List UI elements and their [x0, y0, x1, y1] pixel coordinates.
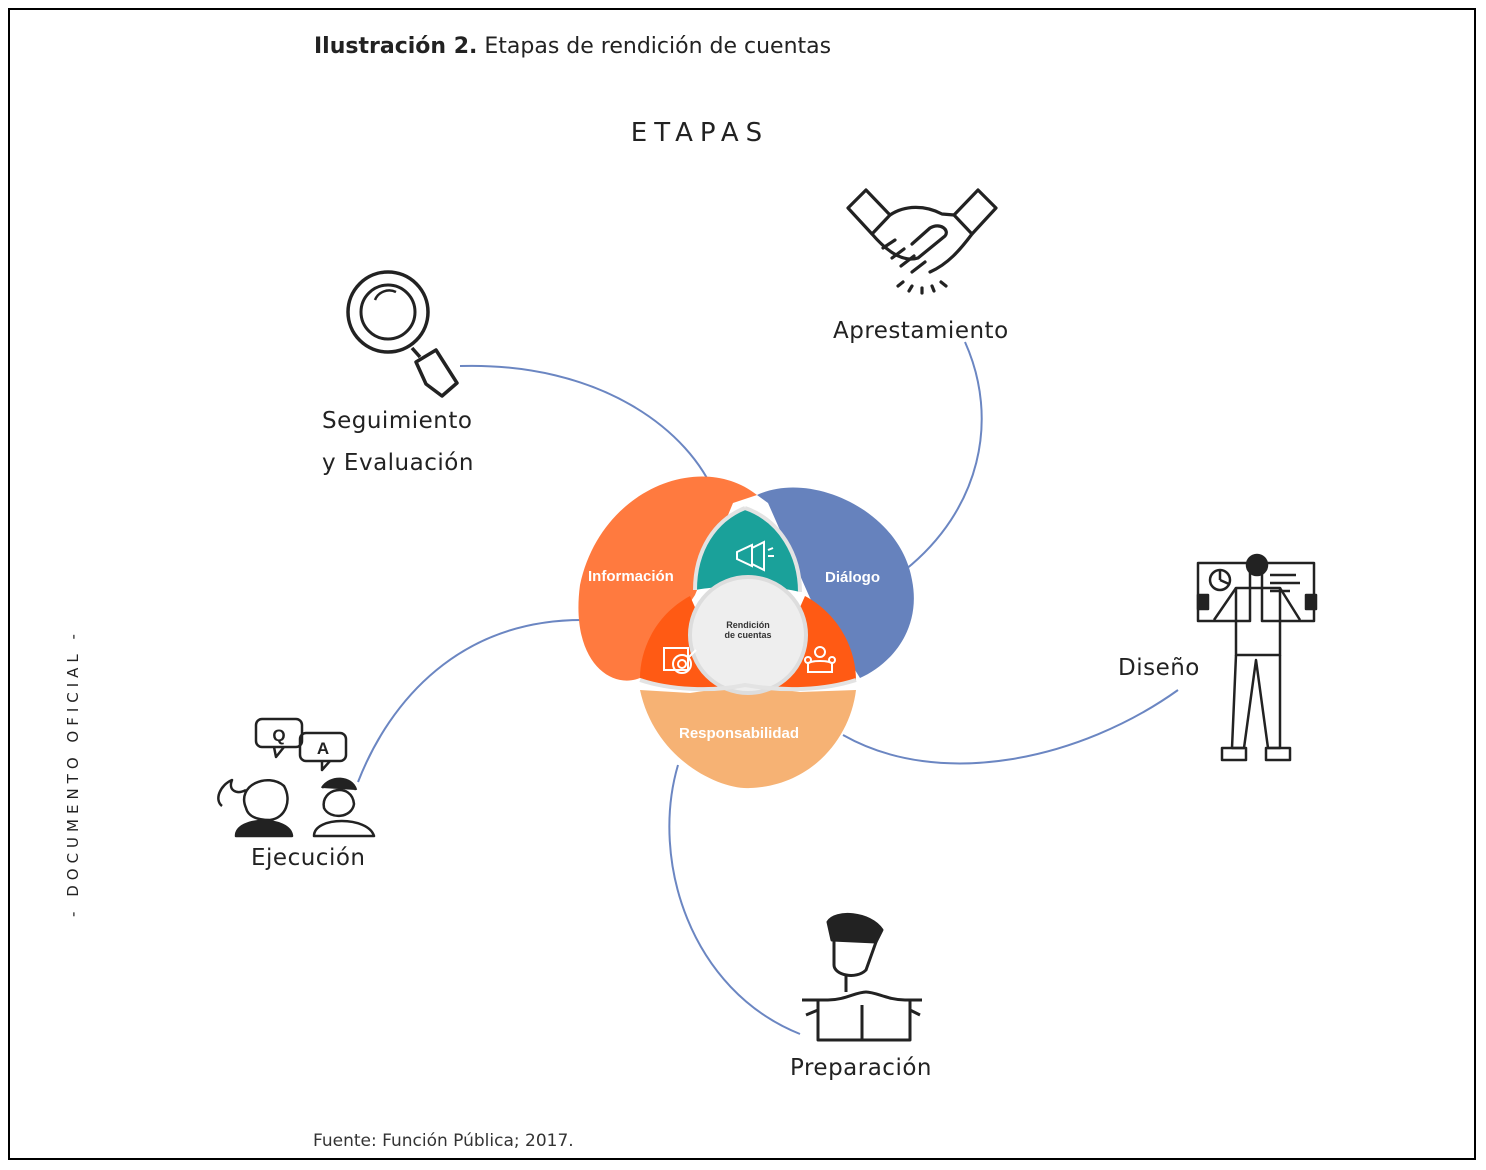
petal-label-responsabilidad: Responsabilidad — [679, 725, 799, 742]
magnifier-icon — [346, 270, 459, 398]
petal-informacion — [578, 476, 757, 681]
presenter-icon — [1196, 553, 1318, 762]
stage-label-apresta: Aprestamiento — [833, 318, 1009, 344]
connectors — [357, 341, 1179, 1035]
megaphone-icon — [736, 540, 774, 572]
handshake-icon — [846, 188, 998, 295]
stage-label-preparacion: Preparación — [790, 1055, 932, 1081]
connector-apresta — [904, 341, 983, 571]
lens-top — [695, 508, 800, 592]
petal-label-informacion: Información — [588, 568, 674, 585]
figure-source: Fuente: Función Pública; 2017. — [313, 1131, 574, 1151]
petal-responsabilidad — [640, 685, 856, 789]
center-label-line2: de cuentas — [724, 630, 771, 640]
venn-diagram: Información Diálogo Responsabilidad Rend… — [578, 476, 914, 789]
stage-label-seguimiento: Seguimiento y Evaluación — [322, 400, 474, 484]
stage-label-seguimiento-line1: Seguimiento — [322, 408, 473, 434]
caption-title: Etapas de rendición de cuentas — [477, 34, 832, 59]
connector-seguimiento — [459, 364, 717, 498]
stage-label-seguimiento-line2: y Evaluación — [322, 450, 474, 476]
qa-people-icon — [217, 717, 376, 838]
people-icon — [804, 646, 836, 673]
target-icon — [663, 647, 697, 674]
reader-icon — [802, 912, 922, 1042]
caption-number: Ilustración 2. — [314, 34, 478, 59]
stage-label-diseno: Diseño — [1118, 655, 1200, 681]
figure-caption: Ilustración 2. Etapas de rendición de cu… — [314, 34, 831, 59]
connector-preparacion — [668, 764, 801, 1035]
center-circle — [688, 575, 808, 695]
connector-ejecucion — [357, 619, 583, 783]
petal-dialogo — [757, 487, 914, 678]
petal-label-dialogo: Diálogo — [825, 569, 880, 586]
qa-answer-letter: A — [317, 739, 329, 758]
qa-question-letter: Q — [272, 726, 285, 745]
stage-label-ejecucion: Ejecución — [251, 845, 366, 871]
figure-frame — [8, 8, 1476, 1160]
connector-diseno — [842, 689, 1179, 765]
center-label-line1: Rendición — [726, 620, 770, 630]
diagram-heading: ETAPAS — [630, 118, 770, 148]
